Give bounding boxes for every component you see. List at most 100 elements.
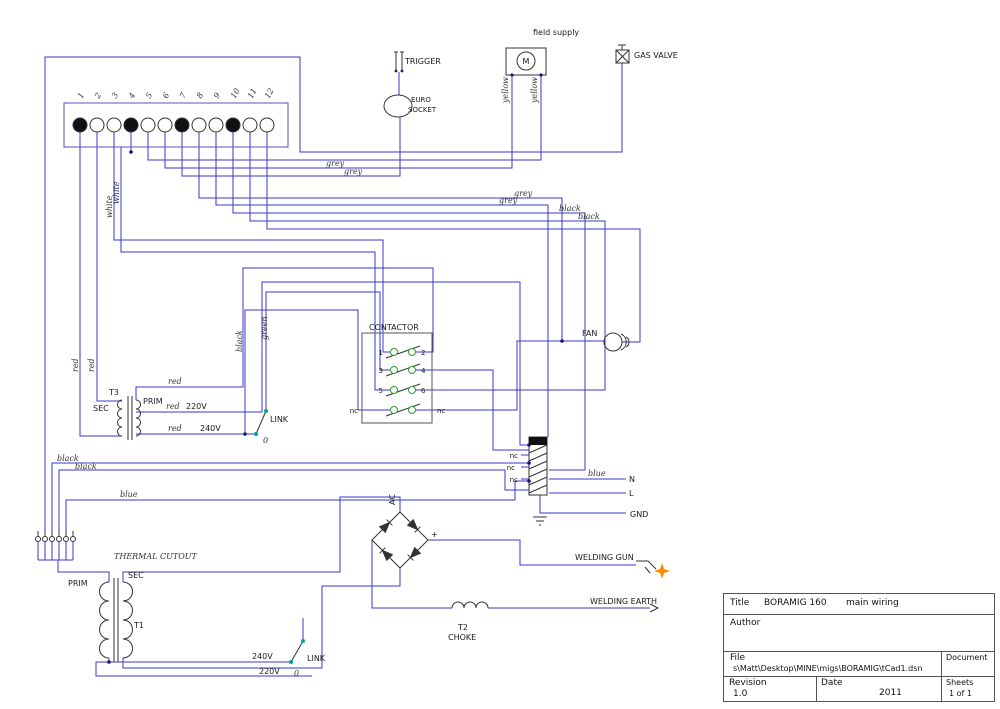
terminal-circle <box>208 117 224 133</box>
t1-prim-label: PRIM <box>68 579 88 588</box>
wire-color-green: green <box>260 316 269 340</box>
input-terminal <box>70 536 76 542</box>
ground-symbol <box>533 516 547 526</box>
gas-valve-detail <box>615 44 630 64</box>
welding-earth-clamp <box>649 603 660 613</box>
contact-number: 1 <box>379 349 383 357</box>
title-label: Title <box>730 598 750 608</box>
t1-tap-220v: 220V <box>259 667 280 676</box>
spark-star <box>654 563 670 579</box>
input-terminal <box>49 536 55 542</box>
contact-number: 6 <box>421 387 426 395</box>
terminal-number: 3 <box>110 91 120 100</box>
trigger-plug <box>394 51 404 70</box>
terminal-number: 8 <box>195 91 205 100</box>
t3-sec-label: SEC <box>93 404 109 413</box>
diode <box>379 547 394 562</box>
neutral-label: N <box>629 475 635 484</box>
terminal-number: 1 <box>76 91 86 100</box>
junction-dot <box>527 479 531 483</box>
title-value: BORAMIG 160 <box>764 598 827 608</box>
sheets-cell: Sheets 1 of 1 <box>941 677 994 701</box>
input-terminal <box>42 536 48 542</box>
euro-socket-label: SOCKET <box>408 106 437 114</box>
motor-letter: M <box>523 57 530 66</box>
terminal-circle <box>106 117 122 133</box>
terminal-circles <box>72 117 275 133</box>
junction-dot <box>539 73 543 77</box>
switch-end-dots <box>254 409 305 664</box>
diode <box>407 546 422 561</box>
t3-ref-label: T3 <box>108 388 119 397</box>
revision-row: Revision 1.0 Date 2011 Sheets 1 of 1 <box>724 677 994 701</box>
field-supply-label: field supply <box>533 28 579 37</box>
revision-label: Revision <box>729 678 767 688</box>
wire-run-middle <box>51 267 626 532</box>
terminal-circle <box>157 117 173 133</box>
wire-color-grey: grey <box>326 159 345 168</box>
author-label: Author <box>730 618 761 628</box>
terminal-number: 11 <box>246 87 259 100</box>
switch-dot <box>264 409 268 413</box>
t3-tap-240v: 240V <box>200 424 221 433</box>
t3-link-label: LINK <box>270 415 289 424</box>
wire-color-red: red <box>168 377 182 386</box>
t1-ref-label: T1 <box>133 621 144 630</box>
welding-earth-label: WELDING EARTH <box>590 597 657 606</box>
wire-color-grey: grey <box>514 189 533 198</box>
fan-motor <box>603 332 623 352</box>
welding-gun-torch <box>636 560 657 574</box>
contactor-nc-label: nc <box>437 407 445 415</box>
contactor-nc-label: nc <box>350 407 358 415</box>
author-row: Author <box>724 615 994 652</box>
plus-label: + <box>431 530 438 539</box>
t3-tap-220v: 220V <box>186 402 207 411</box>
contact-number: 4 <box>421 367 426 375</box>
choke-ref-label: T2 <box>457 623 468 632</box>
wire-run-top <box>44 56 641 532</box>
gas-valve-label: GAS VALVE <box>634 51 678 60</box>
revision-value: 1.0 <box>733 689 748 699</box>
component-layer <box>37 44 660 663</box>
terminal-number: 6 <box>161 91 171 100</box>
contact-circle <box>390 406 398 414</box>
trigger-label: TRIGGER <box>404 57 441 66</box>
terminal-number: 7 <box>178 90 189 100</box>
mains-input-terminals <box>35 536 76 542</box>
input-terminal <box>63 536 69 542</box>
title-row: Title BORAMIG 160 main wiring <box>724 594 994 615</box>
wire-color-white: white <box>112 181 121 204</box>
terminal-circle <box>89 117 105 133</box>
strip-hatch <box>528 444 548 494</box>
wire-color-blue: blue <box>588 469 606 478</box>
junction-dots <box>107 69 564 664</box>
wire-color-red: red <box>168 424 182 433</box>
wire-layer <box>37 56 650 677</box>
motor-symbol <box>516 51 536 71</box>
junction-dot <box>394 69 398 73</box>
switch-dot <box>301 639 305 643</box>
contactor-label: CONTACTOR <box>369 323 419 332</box>
junction-dot <box>527 461 531 465</box>
fan-blades <box>620 333 630 351</box>
choke-winding <box>451 601 489 609</box>
terminal-number: 4 <box>126 91 137 101</box>
bridge-diodes <box>378 518 422 562</box>
wire-color-black: black <box>75 462 97 471</box>
terminal-number: 10 <box>229 87 242 100</box>
wire-color-black: black <box>235 330 244 352</box>
file-row: File s\Matt\Desktop\MINE\migs\BORAMIG\tC… <box>724 652 994 677</box>
terminal-number: 12 <box>263 87 276 100</box>
terminal-circle-filled <box>72 117 88 133</box>
live-label: L <box>629 489 634 498</box>
contactor-slashes <box>385 345 421 417</box>
wire-color-red: red <box>87 358 96 372</box>
strip-solid-block <box>529 437 547 445</box>
strip-nc-label: nc <box>510 476 518 484</box>
terminal-circle-filled <box>225 117 241 133</box>
contactor-contacts <box>390 348 416 414</box>
euro-socket <box>383 94 413 118</box>
junction-dot <box>510 73 514 77</box>
wire-color-black: black <box>57 454 79 463</box>
